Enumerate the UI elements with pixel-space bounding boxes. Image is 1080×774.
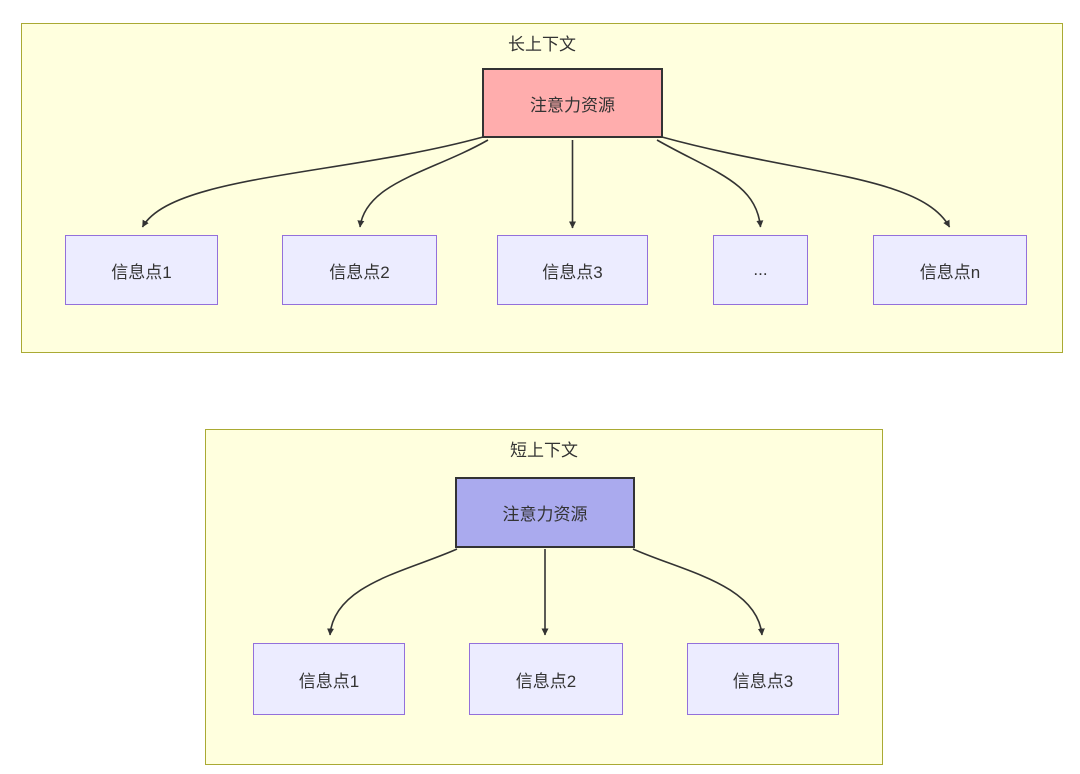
node-long-ellipsis: ... — [713, 235, 808, 305]
node-long-info1: 信息点1 — [65, 235, 218, 305]
node-long-infon: 信息点n — [873, 235, 1027, 305]
node-short-info1: 信息点1 — [253, 643, 405, 715]
node-long-attention: 注意力资源 — [482, 68, 663, 138]
cluster-long-context-title: 长上下文 — [508, 35, 576, 54]
node-long-info2: 信息点2 — [282, 235, 437, 305]
node-short-attention: 注意力资源 — [455, 477, 635, 548]
node-long-info3: 信息点3 — [497, 235, 648, 305]
node-short-info3: 信息点3 — [687, 643, 839, 715]
cluster-short-context-title: 短上下文 — [510, 441, 578, 460]
node-short-info2: 信息点2 — [469, 643, 623, 715]
